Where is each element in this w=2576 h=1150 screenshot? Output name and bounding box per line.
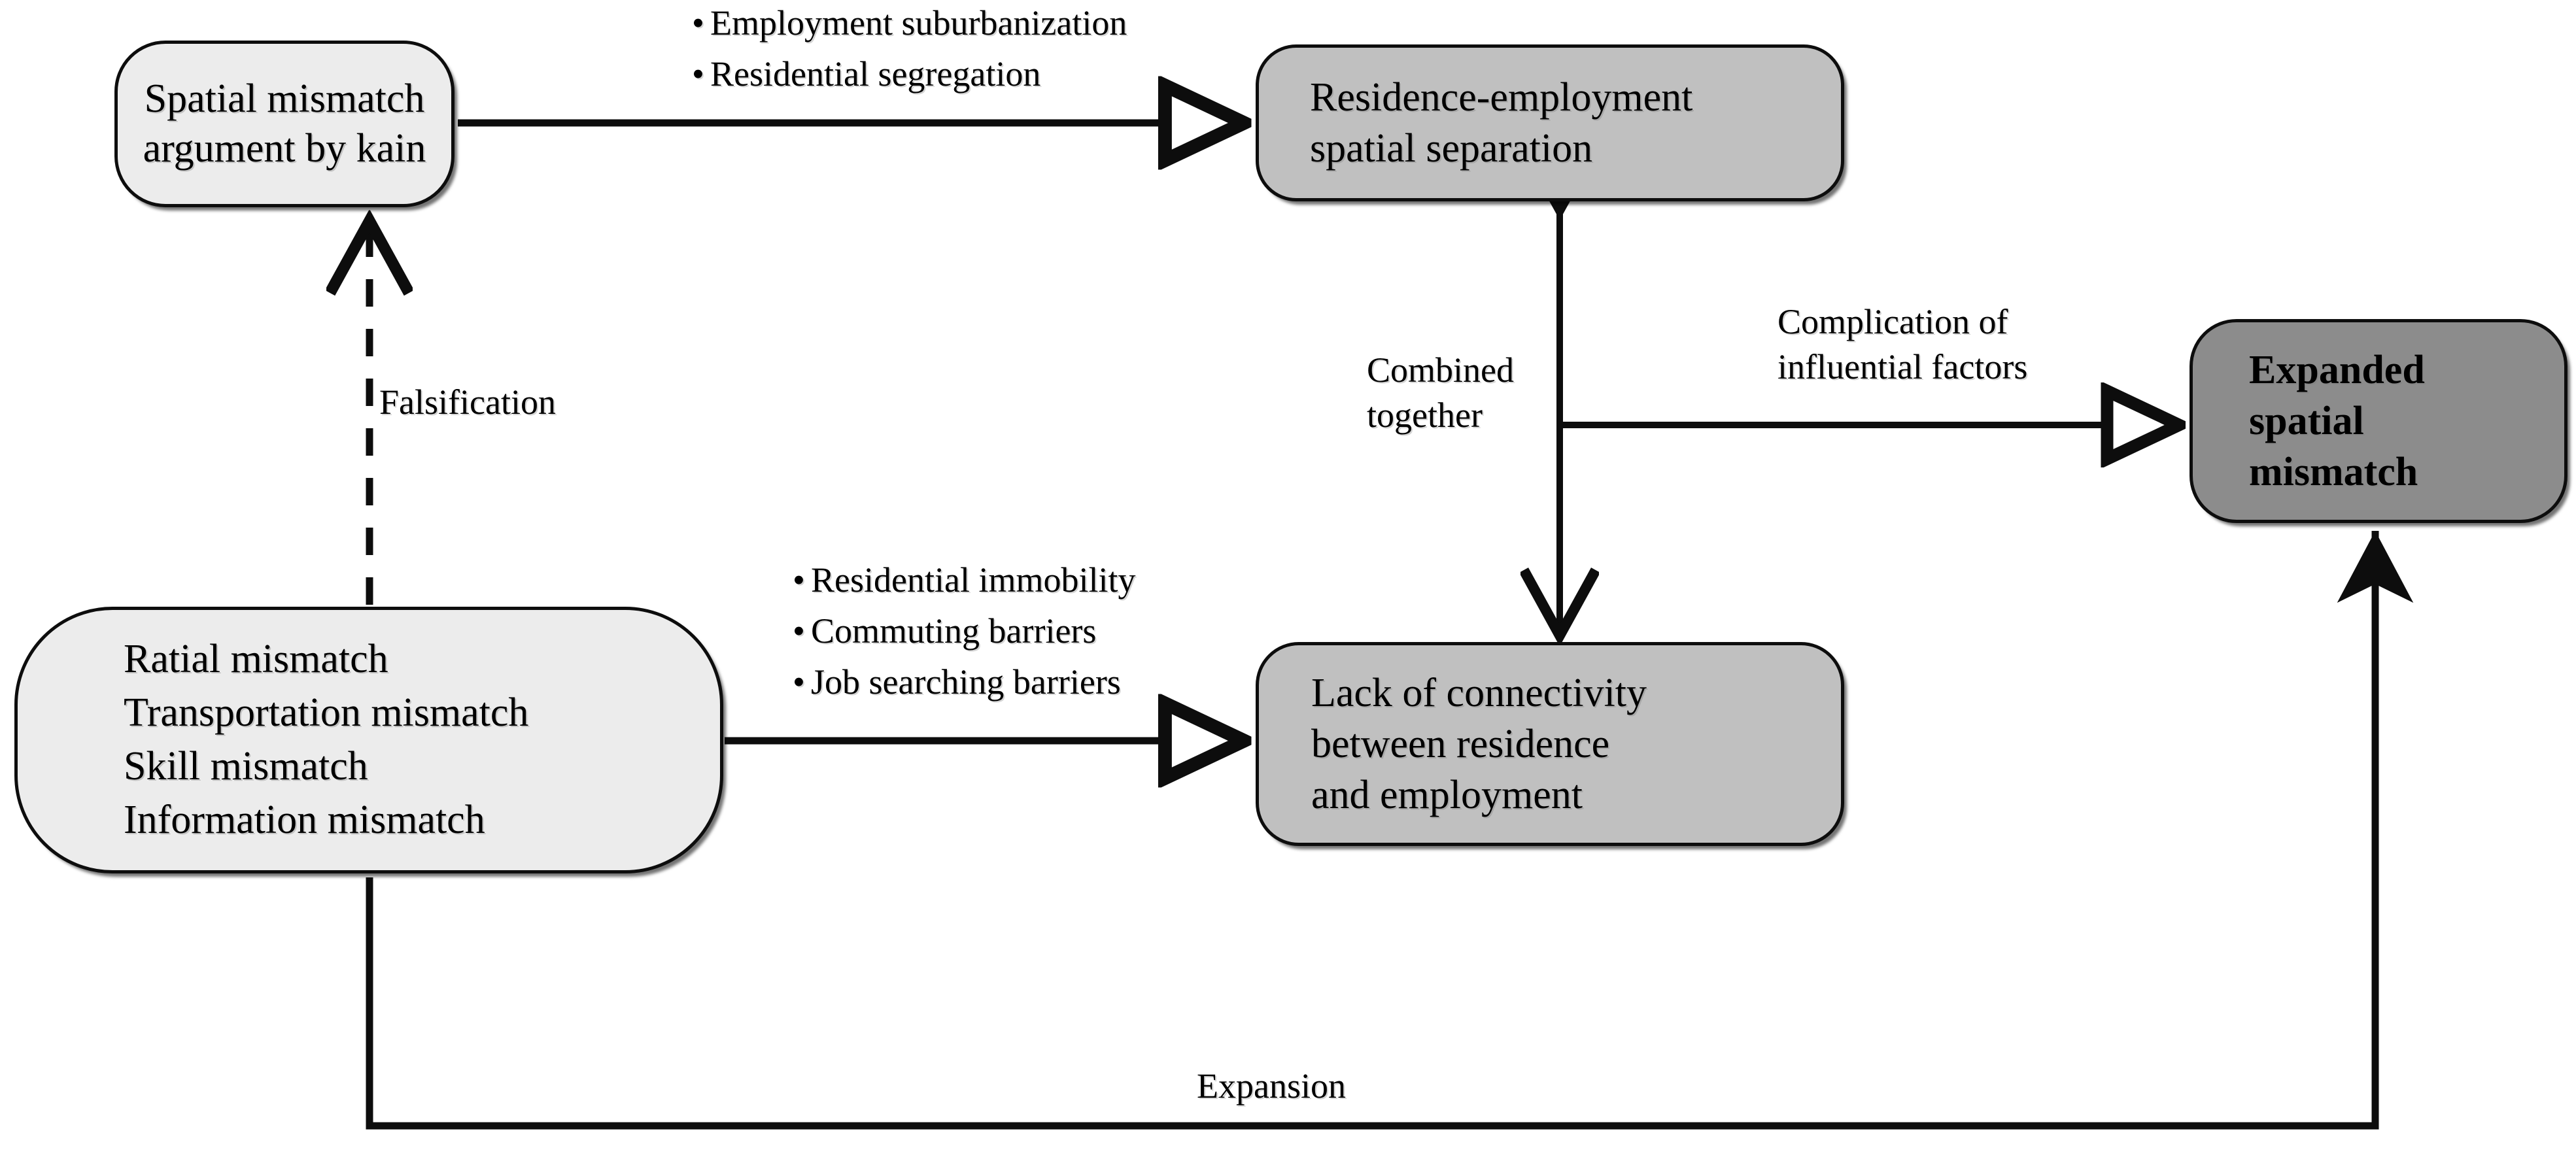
- bullet-text: Job searching barriers: [811, 662, 1121, 702]
- edge-label-expansion: Expansion: [1197, 1066, 1346, 1106]
- node-line: between residence: [1311, 721, 1610, 766]
- bullet-item: •Residential segregation: [692, 56, 1127, 92]
- edge-label-line: together: [1367, 396, 1483, 435]
- node-line: Lack of connectivity: [1311, 670, 1647, 715]
- node-line: mismatch: [2249, 450, 2418, 495]
- node-line: Expanded: [2249, 347, 2425, 392]
- bullet-dot-icon: •: [692, 3, 704, 42]
- edge-label-line: influential factors: [1777, 347, 2028, 387]
- bullet-text: Employment suburbanization: [710, 3, 1127, 42]
- bullet-item: •Employment suburbanization: [692, 5, 1127, 41]
- bullet-item: •Commuting barriers: [793, 613, 1135, 649]
- node-line: spatial separation: [1310, 126, 1593, 171]
- bullet-dot-icon: •: [793, 662, 805, 702]
- edge-label-combined-together: Combined together: [1367, 348, 1514, 438]
- edge-label-falsification: Falsification: [379, 382, 556, 422]
- node-line: Residence-employment: [1310, 75, 1693, 120]
- node-line: spatial: [2249, 398, 2364, 443]
- bullet-text: Commuting barriers: [811, 611, 1097, 651]
- bullet-text: Residential immobility: [811, 560, 1136, 600]
- node-line: argument by kain: [143, 126, 426, 171]
- node-mismatch-types-list[interactable]: Ratial mismatch Transportation mismatch …: [14, 607, 723, 873]
- bullet-dot-icon: •: [692, 54, 704, 93]
- node-line: Spatial mismatch: [144, 76, 425, 121]
- node-residence-employment-separation[interactable]: Residence-employment spatial separation: [1256, 44, 1844, 201]
- node-line: Skill mismatch: [124, 744, 368, 788]
- bullet-item: •Residential immobility: [793, 562, 1135, 598]
- edge-label-line: Complication of: [1777, 302, 2008, 341]
- node-line: Information mismatch: [124, 797, 485, 842]
- edge-label-employment-bullets: •Employment suburbanization •Residential…: [692, 5, 1127, 107]
- bullet-dot-icon: •: [793, 611, 805, 651]
- node-line: Ratial mismatch: [124, 637, 388, 682]
- node-line: Transportation mismatch: [124, 690, 529, 736]
- edge-label-residential-bullets: •Residential immobility •Commuting barri…: [793, 562, 1135, 715]
- node-expanded-spatial-mismatch[interactable]: Expanded spatial mismatch: [2190, 319, 2567, 523]
- bullet-text: Residential segregation: [710, 54, 1041, 93]
- edge-label-line: Combined: [1367, 350, 1514, 390]
- bullet-item: •Job searching barriers: [793, 664, 1135, 700]
- node-line: and employment: [1311, 773, 1583, 818]
- node-spatial-mismatch-argument[interactable]: Spatial mismatch argument by kain: [114, 41, 455, 207]
- edge-label-complication-of-influential-factors: Complication of influential factors: [1777, 299, 2027, 390]
- bullet-dot-icon: •: [793, 560, 805, 600]
- node-lack-of-connectivity[interactable]: Lack of connectivity between residence a…: [1256, 642, 1844, 846]
